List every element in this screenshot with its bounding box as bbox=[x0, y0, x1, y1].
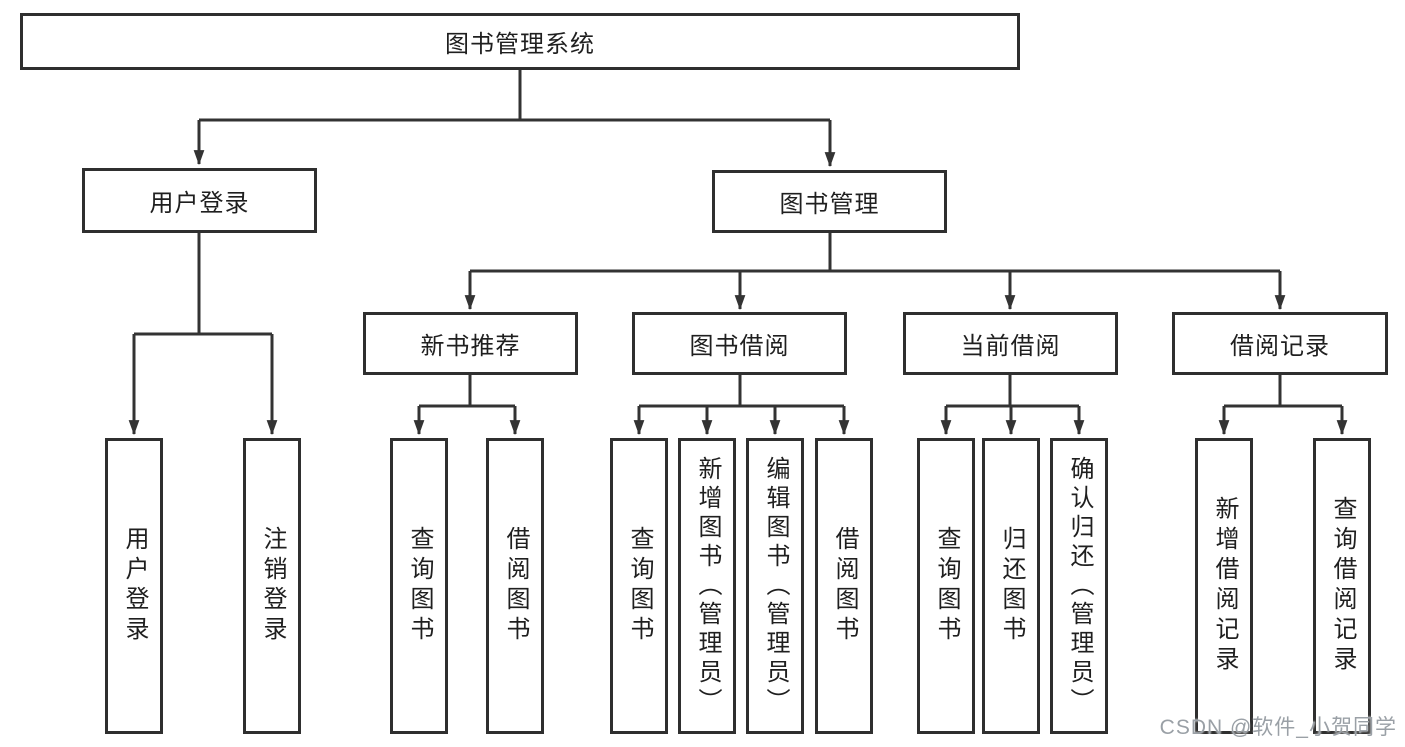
leaf-return-books: 归还图书 bbox=[982, 438, 1040, 734]
leaf-query-books-label: 查询图书 bbox=[626, 526, 653, 646]
node-borrow-records-label: 借阅记录 bbox=[1230, 333, 1330, 360]
node-new-book-recommend: 新书推荐 bbox=[363, 312, 578, 375]
node-current-borrow-label: 当前借阅 bbox=[960, 333, 1061, 360]
leaf-query-books: 查询图书 bbox=[390, 438, 448, 734]
node-book-borrow: 图书借阅 bbox=[632, 312, 847, 375]
leaf-edit-book-admin: 编辑图书（管理员） bbox=[746, 438, 804, 734]
leaf-confirm-return-admin: 确认归还（管理员） bbox=[1050, 438, 1108, 734]
node-user-login: 用户登录 bbox=[82, 168, 317, 233]
leaf-borrow-books-label: 借阅图书 bbox=[502, 526, 529, 646]
leaf-edit-book-admin-label: 编辑图书（管理员） bbox=[762, 455, 789, 717]
leaf-query-books-label: 查询图书 bbox=[406, 526, 433, 646]
leaf-user-login-label: 用户登录 bbox=[121, 526, 148, 646]
node-book-management: 图书管理 bbox=[712, 170, 947, 233]
leaf-query-borrow-record-label: 查询借阅记录 bbox=[1329, 496, 1356, 676]
leaf-confirm-return-admin-label: 确认归还（管理员） bbox=[1066, 455, 1093, 717]
leaf-add-borrow-record-label: 新增借阅记录 bbox=[1211, 496, 1238, 676]
leaf-query-books: 查询图书 bbox=[610, 438, 668, 734]
leaf-query-borrow-record: 查询借阅记录 bbox=[1313, 438, 1371, 734]
node-book-borrow-label: 图书借阅 bbox=[689, 333, 790, 360]
leaf-query-books-label: 查询图书 bbox=[933, 526, 960, 646]
node-borrow-records: 借阅记录 bbox=[1172, 312, 1388, 375]
node-current-borrow: 当前借阅 bbox=[903, 312, 1118, 375]
leaf-add-book-admin: 新增图书（管理员） bbox=[678, 438, 736, 734]
node-user-login-label: 用户登录 bbox=[149, 190, 250, 217]
leaf-add-borrow-record: 新增借阅记录 bbox=[1195, 438, 1253, 734]
leaf-user-login: 用户登录 bbox=[105, 438, 163, 734]
leaf-add-book-admin-label: 新增图书（管理员） bbox=[694, 455, 721, 717]
leaf-query-books: 查询图书 bbox=[917, 438, 975, 734]
leaf-logout-label: 注销登录 bbox=[259, 526, 286, 646]
node-book-management-label: 图书管理 bbox=[779, 191, 880, 218]
node-root-label: 图书管理系统 bbox=[445, 31, 595, 58]
leaf-return-books-label: 归还图书 bbox=[998, 526, 1025, 646]
leaf-borrow-books: 借阅图书 bbox=[486, 438, 544, 734]
leaf-borrow-books: 借阅图书 bbox=[815, 438, 873, 734]
leaf-borrow-books-label: 借阅图书 bbox=[831, 526, 858, 646]
leaf-logout: 注销登录 bbox=[243, 438, 301, 734]
csdn-watermark: CSDN @软件_小贺同学 bbox=[1159, 716, 1397, 739]
node-root: 图书管理系统 bbox=[20, 13, 1020, 70]
node-new-book-recommend-label: 新书推荐 bbox=[420, 333, 521, 360]
